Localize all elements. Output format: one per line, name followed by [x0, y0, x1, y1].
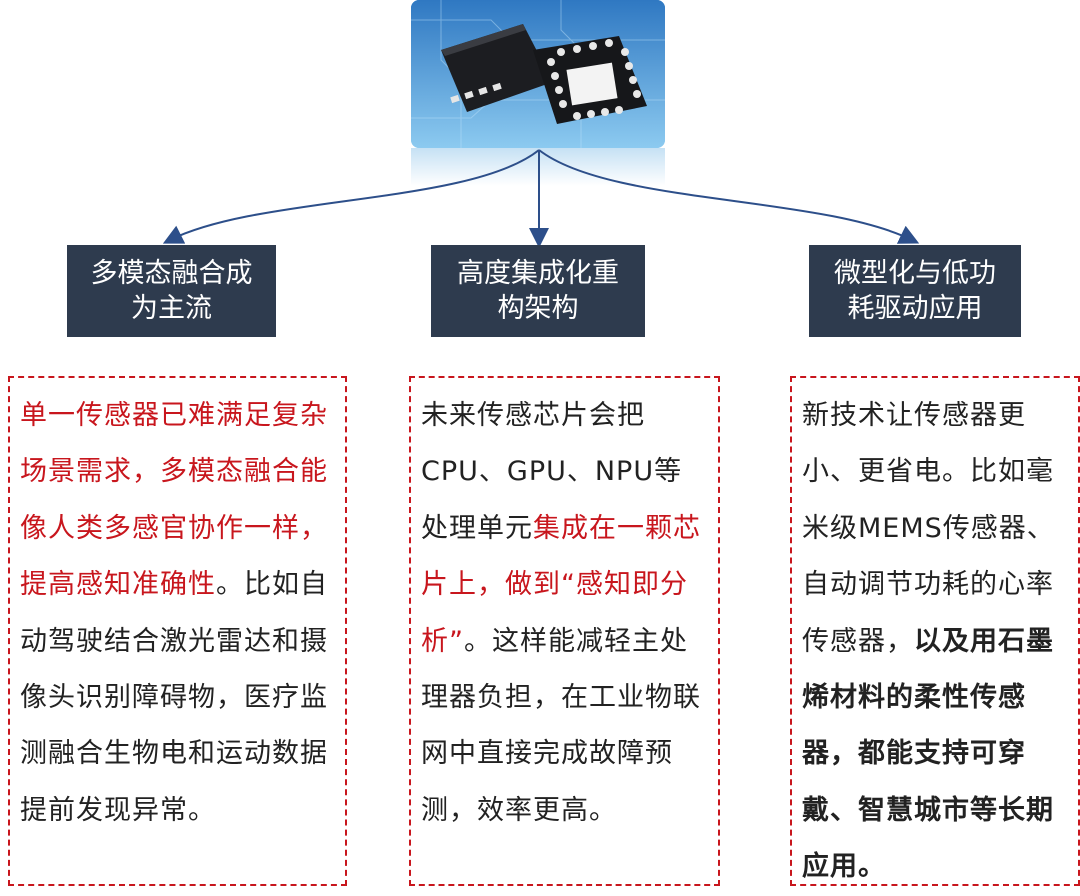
header-box-integration: 高度集成化重 构架构 — [431, 245, 645, 337]
body-text: 。这样能减轻主处理器负担，在工业物联网中直接完成故障预测，效率更高。 — [421, 625, 701, 826]
header-line: 构架构 — [497, 293, 579, 324]
header-line: 多模态融合成 — [90, 258, 253, 289]
header-line: 为主流 — [131, 293, 212, 324]
body-box-integration: 未来传感芯片会把CPU、GPU、NPU等处理单元集成在一颗芯片上，做到“感知即分… — [409, 376, 720, 886]
body-box-miniaturization: 新技术让传感器更小、更省电。比如毫米级MEMS传感器、自动调节功耗的心率传感器，… — [790, 376, 1080, 886]
highlight-text: 单一传感器已难满足复杂场景需求，多模态融合能像人类多感官协作一样，提高感知准确性 — [20, 400, 328, 601]
body-text: 。比如自动驾驶结合激光雷达和摄像头识别障碍物，医疗监测融合生物电和运动数据提前发… — [20, 569, 328, 826]
bold-text: 以及用石墨烯材料的柔性传感器，都能支持可穿戴、智慧城市等长期应用。 — [802, 625, 1054, 883]
connector-arrows — [162, 149, 920, 248]
header-line: 高度集成化重 — [457, 258, 619, 289]
body-box-multimodal: 单一传感器已难满足复杂场景需求，多模态融合能像人类多感官协作一样，提高感知准确性… — [8, 376, 347, 886]
body-text: 未来传感芯片会把CPU、GPU、NPU等处理单元 — [421, 400, 683, 544]
header-box-multimodal: 多模态融合成 为主流 — [67, 245, 276, 337]
header-line: 耗驱动应用 — [847, 293, 983, 324]
chip-icon — [411, 0, 665, 148]
highlight-text: 集成在一颗芯片上，做到“感知即分析” — [421, 512, 701, 657]
chip-image — [411, 0, 665, 148]
arrow-left — [162, 149, 540, 244]
body-text: 新技术让传感器更小、更省电。比如毫米级MEMS传感器、自动调节功耗的心率传感器， — [802, 400, 1055, 657]
header-line: 微型化与低功 — [834, 258, 996, 289]
header-box-miniaturization: 微型化与低功 耗驱动应用 — [809, 245, 1021, 337]
arrow-right — [538, 149, 920, 244]
